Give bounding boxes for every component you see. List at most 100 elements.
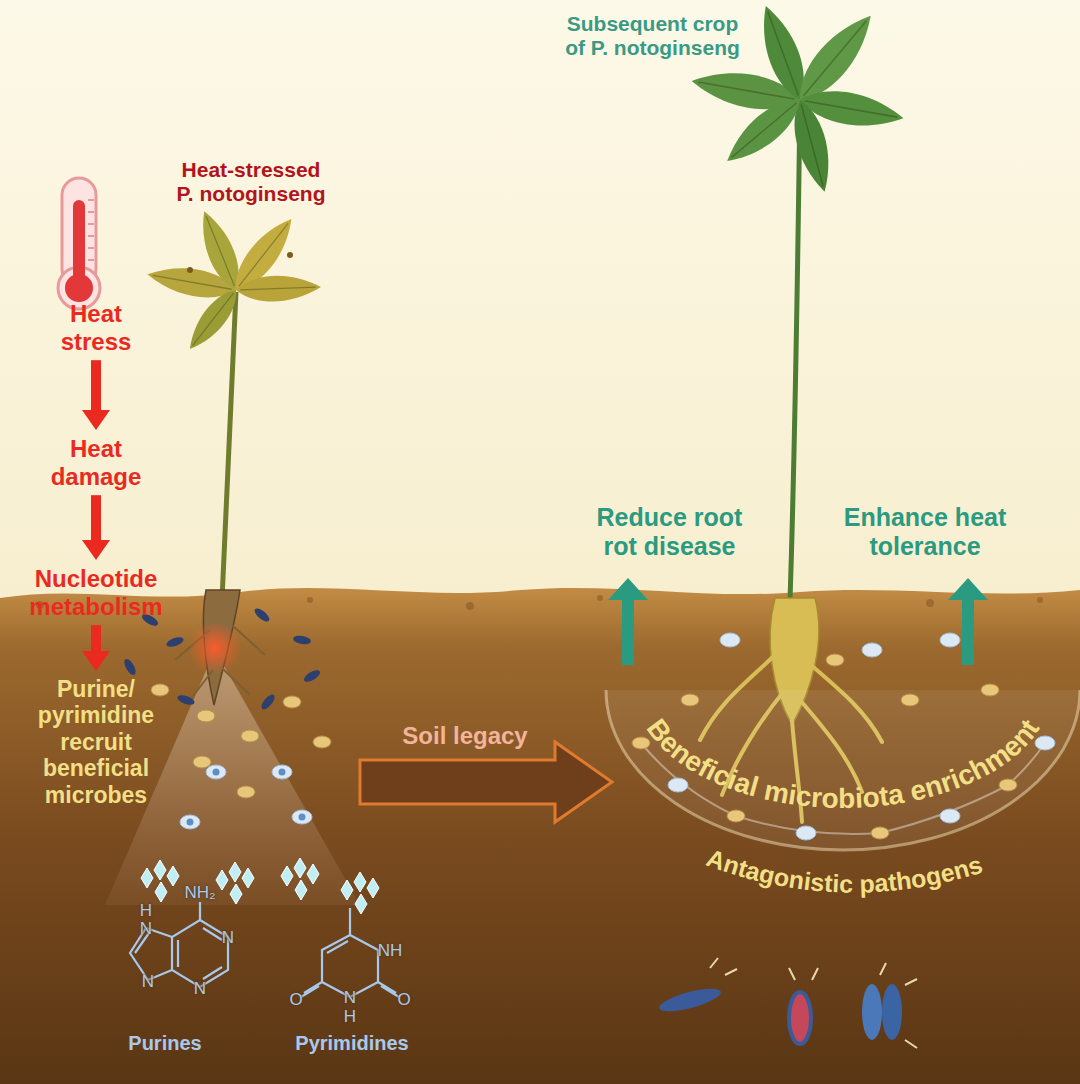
flow-step: Heat damage <box>40 435 152 490</box>
microbe <box>826 654 844 666</box>
effect-label: Enhance heat tolerance <box>835 503 1015 561</box>
microbe <box>197 710 215 722</box>
soil-grain <box>1037 597 1043 603</box>
thermometer <box>58 178 100 309</box>
microbe <box>237 786 255 798</box>
crystal <box>216 862 254 904</box>
beneficial-microbes <box>632 633 1055 840</box>
atom-symbol: O <box>397 991 410 1008</box>
benefit-arrows <box>608 578 988 665</box>
microbe <box>122 657 138 677</box>
step-text: Heat stress <box>50 300 142 355</box>
microbe <box>1035 736 1055 750</box>
thermometer-ticks <box>88 200 94 260</box>
structure-name: Pyrimidines <box>287 1032 417 1055</box>
microbe <box>279 769 286 776</box>
microbe <box>302 668 322 684</box>
soil-grain <box>466 602 474 610</box>
microbe <box>999 779 1017 791</box>
microbiota-bowl <box>606 690 1080 850</box>
plant-stem <box>790 100 800 600</box>
pathogens <box>657 958 917 1048</box>
flow-arrow <box>82 625 110 671</box>
pathogen <box>789 992 811 1044</box>
effect-label: Reduce root rot disease <box>587 503 752 561</box>
microbe <box>165 635 185 649</box>
soil-grain <box>926 599 934 607</box>
crystal <box>341 872 379 914</box>
atom-symbol: H <box>344 1008 356 1025</box>
soil-texture <box>36 595 1043 610</box>
microbe <box>272 765 292 779</box>
microbe <box>292 634 311 645</box>
microbe <box>259 693 277 712</box>
flow-step: Heat stress <box>50 300 142 355</box>
green-leaf <box>718 89 809 172</box>
microbe <box>292 810 312 824</box>
microbe <box>151 684 169 696</box>
microbe <box>206 765 226 779</box>
atom-symbol: N <box>140 920 152 937</box>
microbe <box>313 736 331 748</box>
bonds <box>130 902 200 980</box>
pathogen <box>862 984 882 1040</box>
microbe <box>901 694 919 706</box>
step-text: Heat damage <box>40 435 152 490</box>
yellowing-leaf <box>181 283 245 356</box>
arrow-head <box>82 410 110 430</box>
microbe <box>283 696 301 708</box>
up-arrow <box>948 578 988 665</box>
microbe <box>727 810 745 822</box>
microbe <box>213 769 220 776</box>
up-arrow <box>608 578 648 665</box>
microbe <box>940 633 960 647</box>
arrow-shaft <box>91 495 101 540</box>
microbe <box>241 730 259 742</box>
structure-name: Purines <box>105 1032 225 1055</box>
soil-grain <box>597 595 603 601</box>
plant-stem <box>222 292 236 600</box>
step-text: Nucleotide metabolism <box>16 565 176 620</box>
arrow-head <box>82 651 110 671</box>
microbe <box>253 606 272 624</box>
curved-label: Beneficial microbiota enrichment <box>641 713 1045 814</box>
thermometer-mercury <box>65 274 93 302</box>
burst-lines <box>710 958 917 1048</box>
microbe <box>176 693 196 707</box>
microbe <box>720 633 740 647</box>
leaf-spot <box>287 252 293 258</box>
curved-label: Beneficial microbiota enrichment <box>641 713 1045 814</box>
microbe <box>681 694 699 706</box>
pathogen <box>882 984 902 1040</box>
microbe <box>299 814 306 821</box>
soil-grain <box>307 597 313 603</box>
atom-symbol: N <box>194 980 206 997</box>
microbe <box>796 826 816 840</box>
leaf-spot <box>187 267 193 273</box>
flow-arrow <box>82 495 110 560</box>
atom-symbol: NH <box>378 942 403 959</box>
heat-glow <box>189 622 241 674</box>
microbe <box>940 809 960 823</box>
atom-symbol: NH₂ <box>184 884 215 901</box>
microbe <box>187 819 194 826</box>
flow-step: Nucleotide metabolism <box>16 565 176 620</box>
plant-title: Heat-stressed P. notoginseng <box>172 158 330 206</box>
atom-symbol: N <box>142 973 154 990</box>
atom-symbol: H <box>140 902 152 919</box>
yellowing-leaf <box>236 274 322 303</box>
microbe <box>981 684 999 696</box>
bond-ring <box>172 920 228 987</box>
microbe <box>871 827 889 839</box>
arrow-shaft <box>91 360 101 410</box>
flow-arrow <box>82 360 110 430</box>
nucleotide-crystals <box>141 858 379 914</box>
arrow-label: Soil legacy <box>380 722 550 750</box>
arrow-shaft <box>91 625 101 651</box>
crystal <box>281 858 319 900</box>
microbe <box>862 643 882 657</box>
atom-symbol: O <box>289 991 302 1008</box>
step-text: Purine/ pyrimidine recruit beneficial mi… <box>28 676 164 808</box>
